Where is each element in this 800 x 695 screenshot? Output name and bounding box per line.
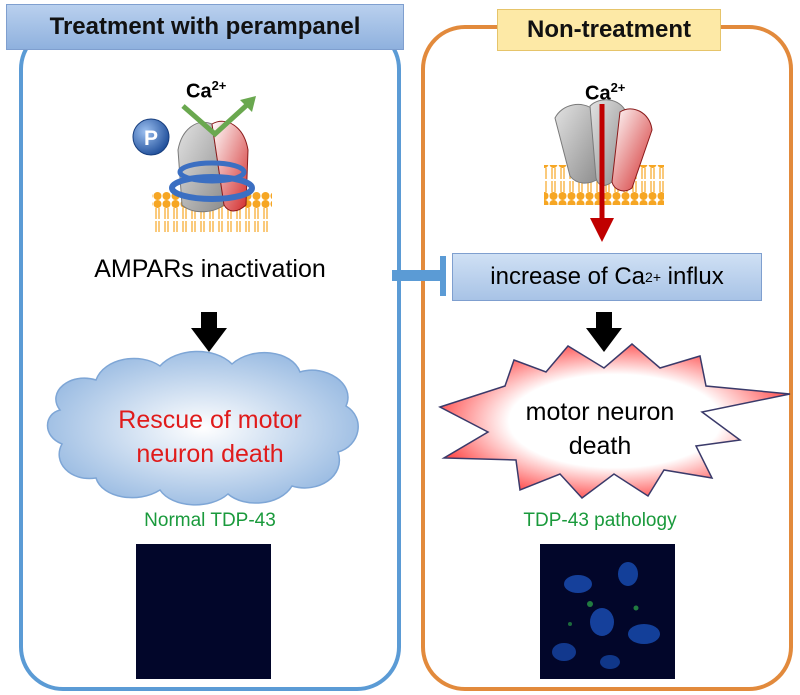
inhibition-bar [440,256,446,296]
right-ca-sup: 2+ [610,80,626,95]
left-down-arrow-icon [191,312,227,352]
right-panel-title: Non-treatment [497,9,721,51]
blocked-ca-arrow-icon [181,102,250,138]
right-ca-text: Ca [585,82,611,105]
rescue-cloud-shape [46,350,359,506]
left-receptor-icon [132,96,272,232]
phospho-p-label: P [144,127,158,150]
right-down-arrow-icon [586,312,622,352]
left-ca-label: Ca2+ [186,78,226,104]
microscopy-image-pathology [540,544,675,679]
microscopy-right-stain [552,562,660,669]
drug-ring-icon-2 [177,160,247,184]
drug-ring-icon [169,174,255,202]
death-burst-shape [438,343,791,500]
rescue-outcome-text: Rescue of motor neuron death [70,403,350,471]
left-panel-title: Treatment with perampanel [6,4,404,50]
death-line-1: motor neuron [525,398,675,426]
microscopy-image-normal [136,544,271,679]
rescue-line-1: Rescue of motor [118,406,302,434]
rescue-line-2: neuron death [136,440,284,468]
right-ca-label: Ca2+ [585,80,625,106]
death-outcome-text: motor neuron death [515,395,685,463]
left-ca-sup: 2+ [211,78,227,93]
green-arrow-head-icon [240,96,256,112]
left-ca-text: Ca [186,80,212,103]
normal-tdp43-caption: Normal TDP-43 [144,510,276,531]
influx-suffix: influx [661,263,724,290]
red-arrow-head-icon [590,218,614,242]
ampar-inactivation-label: AMPARs inactivation [94,255,326,283]
phospho-p-icon [132,118,170,156]
influx-sup: 2+ [645,269,661,285]
inhibition-connector [392,270,444,281]
right-receptor-icon [544,99,664,242]
influx-prefix: increase of Ca [490,263,646,290]
right-receptor-red-subunit [611,108,653,192]
tdp43-pathology-caption: TDP-43 pathology [523,510,677,531]
death-line-2: death [568,432,632,460]
